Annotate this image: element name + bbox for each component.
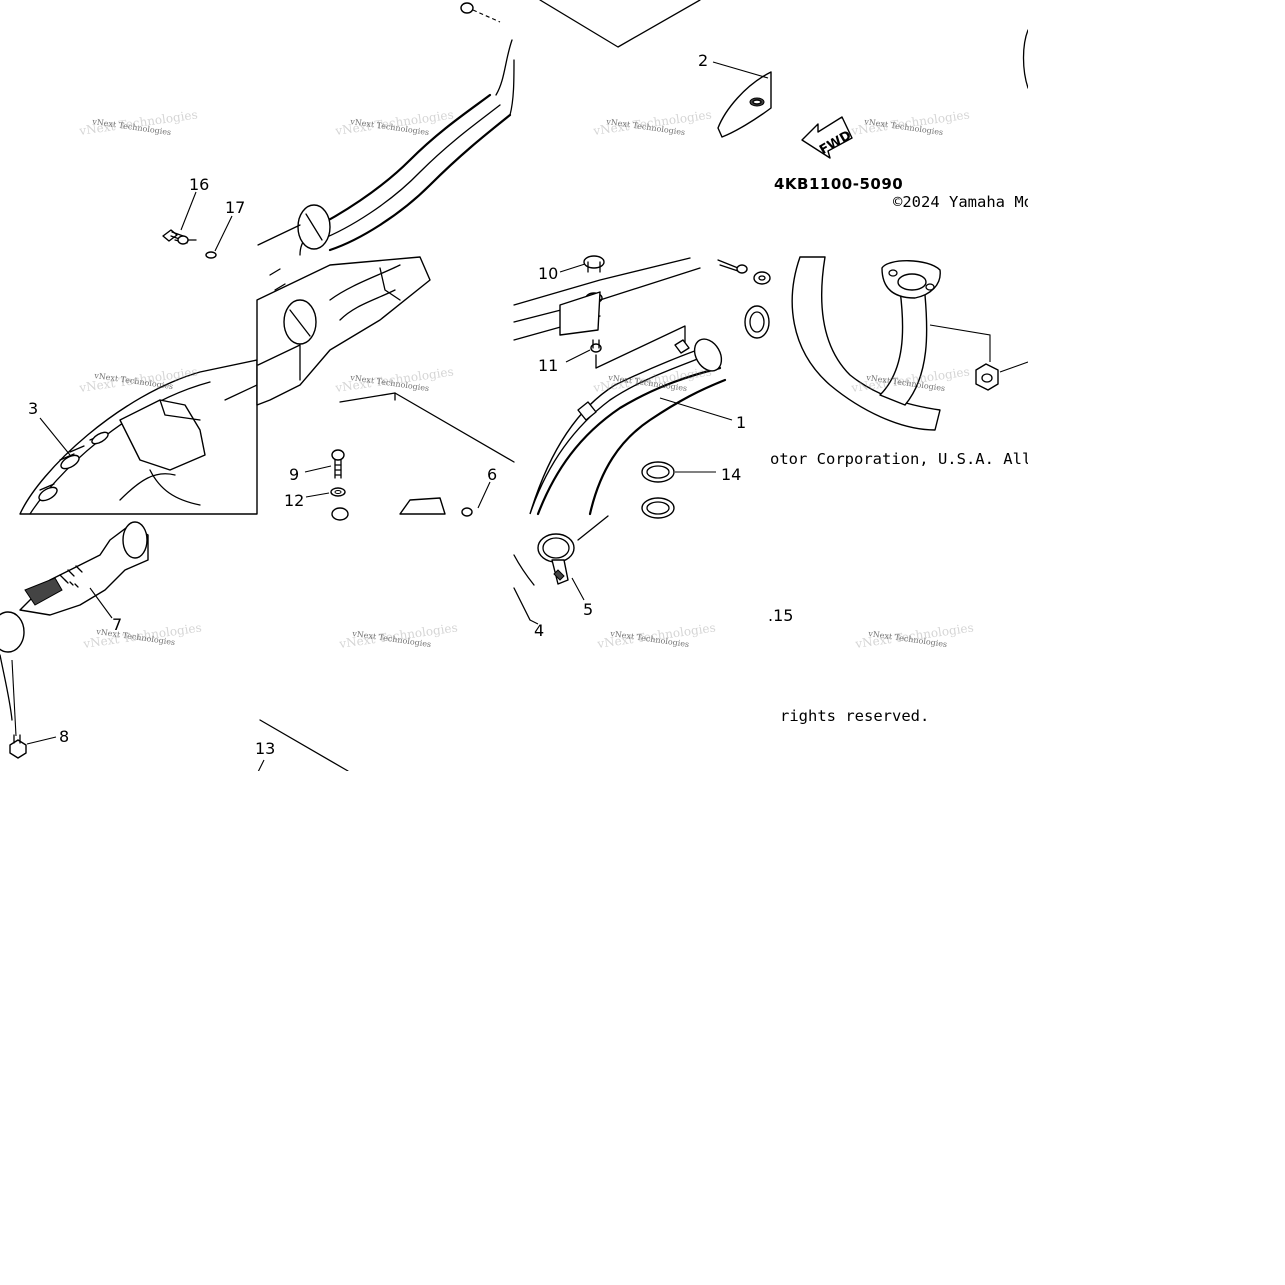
- callout-17: 17: [225, 198, 245, 217]
- copyright-line-2: otor Corporation, U.S.A. All: [770, 450, 1031, 468]
- callout-6: 6: [487, 465, 497, 484]
- bolt-8: [9, 734, 27, 759]
- callout-labels: 1 2 3 4 5 6 7 8 9 10 11 12 13 14 .15 16 …: [28, 51, 793, 758]
- tile-r1-c3: [744, 256, 1029, 431]
- muffler-pipe-upper: [297, 39, 515, 256]
- washer-17: [205, 251, 217, 259]
- exhaust-header: [791, 256, 941, 431]
- tile-r0-c2: [539, 0, 772, 138]
- silencer-tip-7: [19, 521, 149, 616]
- washer-12: [330, 487, 346, 497]
- tile-r0-c3: FWD: [801, 29, 1029, 159]
- callout-1: 1: [736, 413, 746, 432]
- tile-r0-c0: [162, 191, 233, 259]
- heat-shield-2: [717, 71, 772, 138]
- gasket-14: [641, 461, 675, 519]
- tile-r1-c0: [19, 359, 258, 515]
- tile-r1-c1: [256, 256, 515, 521]
- bolt-upper-right: [717, 259, 748, 274]
- tile-r0-c1: [257, 2, 515, 256]
- tile-r2-c0: [0, 521, 149, 759]
- bolt-11: [590, 339, 602, 353]
- muffler-3: [19, 359, 258, 515]
- callout-8: 8: [59, 727, 69, 746]
- callout-5: 5: [583, 600, 593, 619]
- callout-11: 11: [538, 356, 558, 375]
- callout-4: 4: [534, 621, 544, 640]
- callout-7: 7: [112, 615, 122, 634]
- tile-r2-c1: [257, 719, 349, 773]
- callout-14: 14: [721, 465, 741, 484]
- callout-10: 10: [538, 264, 558, 283]
- copyright-line-3: rights reserved.: [780, 707, 929, 725]
- callout-12: 12: [284, 491, 304, 510]
- copyright-line-1: ©2024 Yamaha Mo: [893, 193, 1033, 211]
- muffler-body-middle: [256, 256, 431, 406]
- bolt-9: [331, 449, 345, 479]
- nut-right: [975, 363, 999, 391]
- callout-3: 3: [28, 399, 38, 418]
- fwd-arrow: FWD: [801, 116, 854, 159]
- callout-13: 13: [255, 739, 275, 758]
- washer-top: [460, 2, 474, 14]
- callout-16: 16: [189, 175, 209, 194]
- tile-r1-c2: [513, 255, 748, 519]
- callout-9: 9: [289, 465, 299, 484]
- callout-2: 2: [698, 51, 708, 70]
- exhaust-pipe-1: [529, 338, 727, 516]
- clamp-5: [537, 533, 575, 585]
- callout-15: .15: [768, 606, 793, 625]
- bolt-16: [162, 229, 197, 245]
- part-code: 4KB1100-5090: [774, 175, 903, 193]
- tile-r2-c2: [513, 515, 609, 625]
